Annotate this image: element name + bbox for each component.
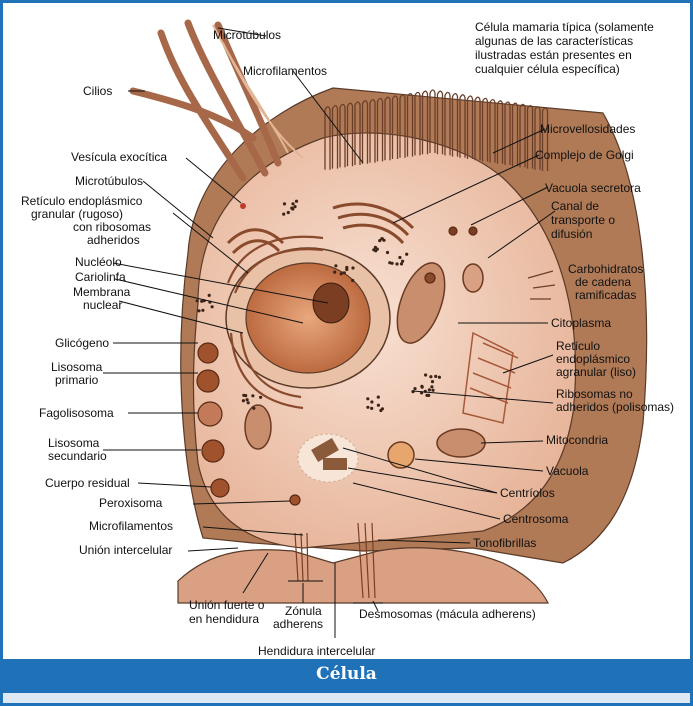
title-note-line-2: algunas de las características (475, 34, 633, 48)
label-cilios: Cilios (83, 84, 112, 98)
label-fagolisosoma: Fagolisosoma (39, 406, 114, 420)
label-nucleolo: Nucléolo (75, 255, 122, 269)
label-union-intercelular: Unión intercelular (79, 543, 172, 557)
label-glicogeno: Glicógeno (55, 336, 109, 350)
label-microfilamentos-top: Microfilamentos (243, 64, 327, 78)
label-microtubulos: Microtúbulos (75, 174, 143, 188)
label-peroxisoma: Peroxisoma (99, 496, 163, 510)
label-lisosoma-primario: Lisosoma primario (51, 360, 106, 387)
label-centriolos: Centríolos (500, 486, 555, 500)
label-vacuola: Vacuola (546, 464, 589, 478)
nucleolus (313, 283, 349, 323)
caption-underbar (3, 693, 690, 703)
label-centrosoma: Centrosoma (503, 512, 569, 526)
title-note-line-4: cualquier célula específica) (475, 62, 620, 76)
label-cuerpo-residual: Cuerpo residual (45, 476, 130, 490)
label-hendidura: Hendidura intercelular (258, 644, 375, 658)
label-citoplasma: Citoplasma (551, 316, 611, 330)
label-desmosomas: Desmosomas (mácula adherens) (359, 607, 536, 621)
caption-text: Célula (316, 664, 377, 684)
title-note-line-3: ilustradas están presentes en (475, 48, 632, 62)
label-mitocondria: Mitocondria (546, 433, 608, 447)
title-note-line-1: Célula mamaria típica (solamente (475, 20, 654, 34)
label-ribosomas-no: Ribosomas no adheridos (polisomas) (556, 387, 674, 414)
cell-diagram: Microtúbulos Cilios Microfilamentos Célu… (3, 3, 690, 659)
label-vacuola-secretora: Vacuola secretora (545, 181, 641, 195)
label-title-note: Célula mamaria típica (solamente algunas… (475, 20, 657, 76)
vacuole (388, 442, 414, 468)
label-lisosoma-secundario: Lisosoma secundario (48, 436, 107, 463)
label-microfilamentos-bottom: Microfilamentos (89, 519, 173, 533)
label-union-fuerte: Unión fuerte o en hendidura (189, 598, 268, 626)
label-reticulo-granular: Retículo endoplásmico granular (rugoso) … (21, 194, 154, 247)
figure-caption: Célula (3, 659, 690, 703)
label-vesicula: Vesícula exocítica (71, 150, 167, 164)
centrosome (298, 434, 358, 482)
label-cariolinfa: Cariolinfa (75, 270, 126, 284)
label-microvellosidades: Microvellosidades (540, 122, 635, 136)
label-golgi: Complejo de Golgi (535, 148, 634, 162)
label-zonula: Zónula adherens (273, 604, 325, 631)
label-microtubulos-top: Microtúbulos (213, 28, 281, 42)
label-tonofibrillas: Tonofibrillas (473, 536, 536, 550)
label-membrana-nuclear: Membrana nuclear (73, 285, 134, 312)
